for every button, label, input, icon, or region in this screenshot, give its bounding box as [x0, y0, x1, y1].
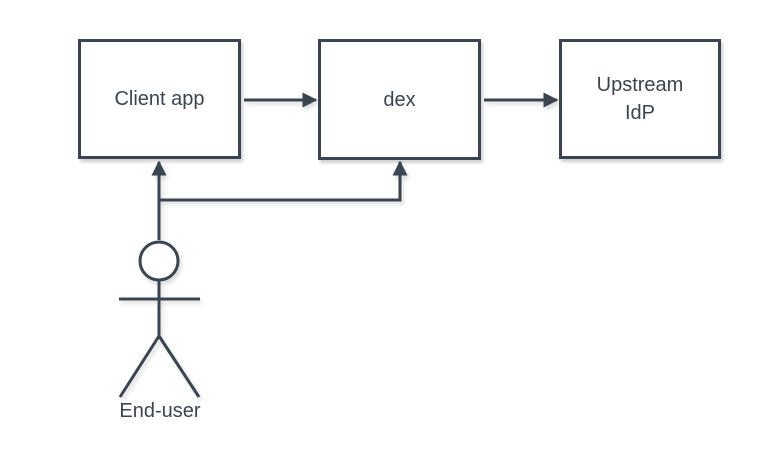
node-dex: dex — [318, 39, 481, 160]
node-client-app: Client app — [78, 39, 241, 159]
edge-end-user-to-dex — [159, 160, 408, 202]
node-upstream-idp-label-line1: Upstream — [596, 74, 684, 96]
node-upstream-idp-label: Upstream IdP — [597, 71, 684, 127]
node-dex-label: dex — [383, 88, 416, 111]
node-upstream-idp: Upstream IdP — [559, 39, 721, 159]
actor-left-leg — [118, 335, 161, 398]
node-upstream-idp-label-line2: IdP — [624, 102, 655, 124]
end-user-actor-icon — [118, 240, 201, 398]
end-user-label: End-user — [119, 400, 201, 422]
actor-head — [138, 240, 180, 282]
actor-right-leg — [157, 335, 201, 398]
node-client-app-label: Client app — [114, 88, 205, 110]
